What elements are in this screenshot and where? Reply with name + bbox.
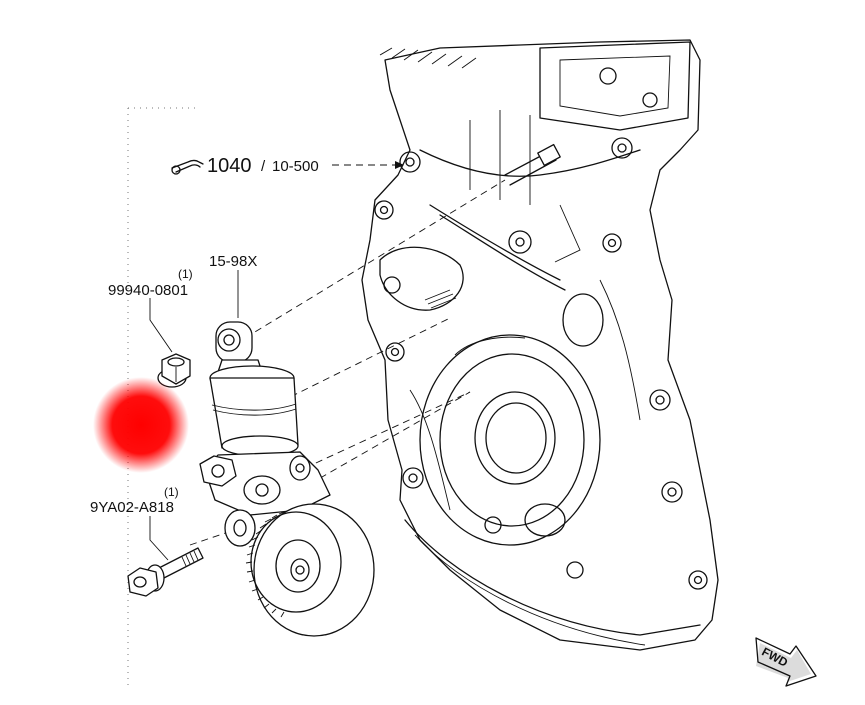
torque-reference: 10-500 (272, 158, 319, 175)
engine-front-cover (361, 39, 719, 651)
pulley-bolt[interactable] (127, 547, 204, 597)
torque-value: 1040 (207, 155, 252, 177)
tensioner-pulley[interactable] (224, 503, 375, 637)
guide-dots (127, 107, 200, 690)
fwd-arrow-icon: FWD (755, 637, 817, 687)
belt-tensioner-assembly[interactable] (199, 321, 331, 516)
torque-separator: / (261, 158, 266, 175)
highlight-marker (93, 377, 189, 473)
tensioner-part-number[interactable]: 15-98X (209, 253, 257, 270)
leader-lines (149, 161, 404, 561)
nut-quantity: (1) (178, 267, 193, 281)
nut-part-number[interactable]: 99940-0801 (108, 282, 188, 299)
flange-nut[interactable] (157, 353, 191, 388)
bolt-quantity: (1) (164, 485, 179, 499)
bolt-part-number[interactable]: 9YA02-A818 (90, 499, 174, 516)
torque-callout[interactable]: 1040 / 10-500 (171, 155, 319, 177)
wrench-torque-icon (171, 159, 204, 175)
